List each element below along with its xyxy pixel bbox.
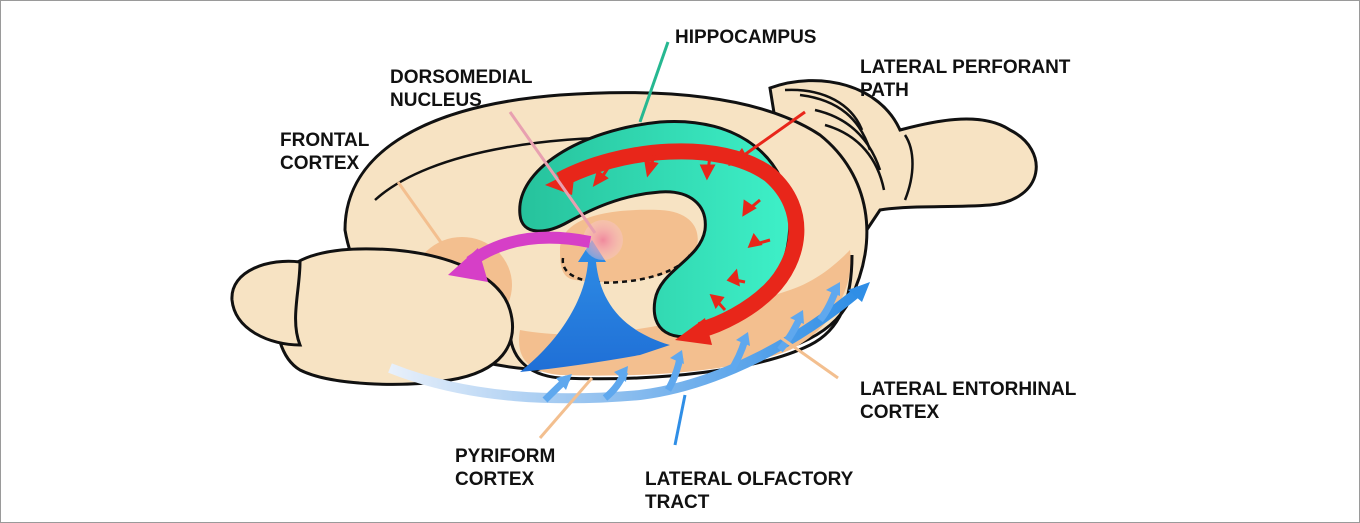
label-frontal-cortex: FRONTAL CORTEX xyxy=(280,129,369,175)
label-dorsomedial-nucleus: DORSOMEDIAL NUCLEUS xyxy=(390,66,533,112)
label-lateral-entorhinal-cortex: LATERAL ENTORHINAL CORTEX xyxy=(860,378,1076,424)
label-hippocampus-text: HIPPOCAMPUS xyxy=(675,26,816,49)
label-entorhinal-line1: LATERAL ENTORHINAL xyxy=(860,378,1076,401)
label-frontal-line1: FRONTAL xyxy=(280,129,369,152)
label-perforant-line2: PATH xyxy=(860,79,1070,102)
label-olfactory-line2: TRACT xyxy=(645,491,853,514)
label-dorsomedial-line1: DORSOMEDIAL xyxy=(390,66,533,89)
label-olfactory-line1: LATERAL OLFACTORY xyxy=(645,468,853,491)
label-entorhinal-line2: CORTEX xyxy=(860,401,1076,424)
label-dorsomedial-line2: NUCLEUS xyxy=(390,89,533,112)
label-frontal-line2: CORTEX xyxy=(280,152,369,175)
label-perforant-line1: LATERAL PERFORANT xyxy=(860,56,1070,79)
label-pyriform-cortex: PYRIFORM CORTEX xyxy=(455,445,555,491)
label-pyriform-line2: CORTEX xyxy=(455,468,555,491)
label-pyriform-line1: PYRIFORM xyxy=(455,445,555,468)
label-hippocampus: HIPPOCAMPUS xyxy=(675,26,816,49)
label-lateral-perforant-path: LATERAL PERFORANT PATH xyxy=(860,56,1070,102)
label-lateral-olfactory-tract: LATERAL OLFACTORY TRACT xyxy=(645,468,853,514)
